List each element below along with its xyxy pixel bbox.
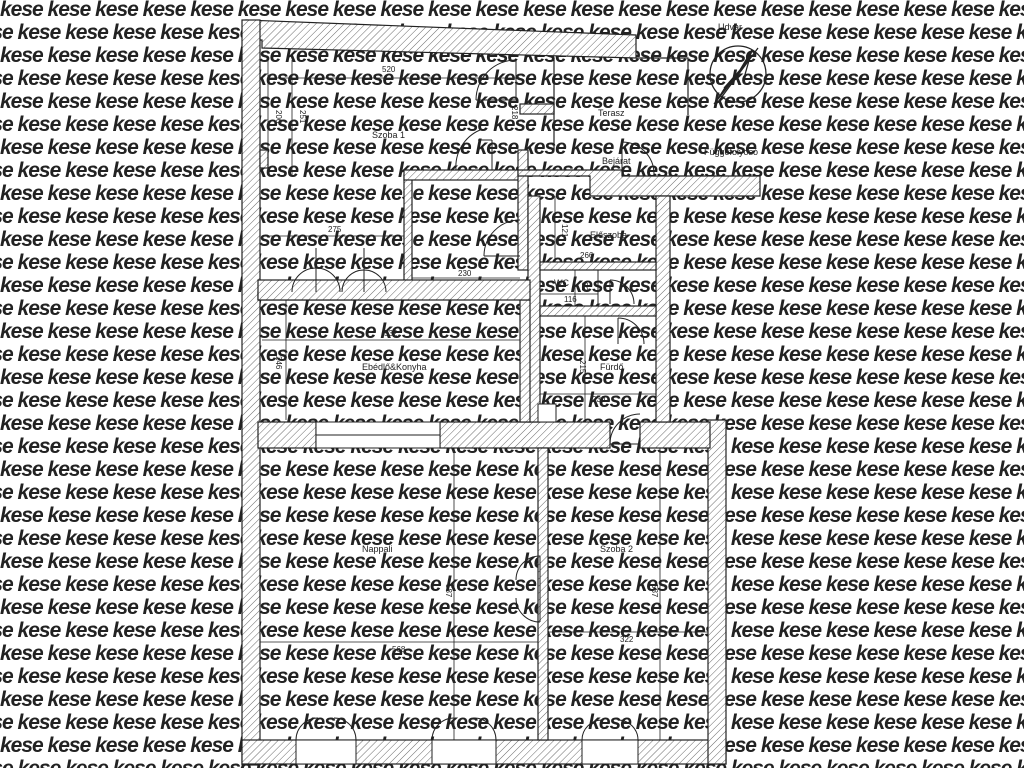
doors-windows <box>291 59 655 765</box>
dim-82: 82 <box>580 282 589 291</box>
compass-label: Udvar <box>718 22 742 32</box>
watermark-text: kese kese kese kese kese kese kese kese … <box>0 67 1024 90</box>
watermark-text: kese kese kese kese kese kese kese kese … <box>0 688 1024 711</box>
room-fuggofolyoso: Függőfolyosó <box>704 147 758 157</box>
dim-szoba1-h2: 251 <box>298 110 307 124</box>
wall-ebedlo-right <box>519 299 531 423</box>
watermark-text: kese kese kese kese kese kese kese kese … <box>0 205 1024 228</box>
dim-230-furdo: 230 <box>592 395 606 404</box>
watermark-text: kese kese kese kese kese kese kese kese … <box>0 0 1024 21</box>
dim-266: 266 <box>580 251 594 260</box>
watermark-text: kese kese kese kese kese kese kese kese … <box>0 619 1024 642</box>
room-szoba1: Szoba 1 <box>372 130 405 140</box>
watermark-text: kese kese kese kese kese kese kese kese … <box>0 550 1024 573</box>
room-eloszoba: Előszoba <box>590 230 627 240</box>
wall-terrace-left <box>517 149 529 271</box>
room-furdo: Fürdő <box>600 362 624 372</box>
room-bejarat: Bejárat <box>602 156 631 166</box>
wall-mid-3 <box>639 421 711 449</box>
wall-mid <box>257 421 317 449</box>
watermark-text: kese kese kese kese kese kese kese kese … <box>0 642 1024 665</box>
wall-left <box>241 19 261 766</box>
room-wc: WC <box>554 278 569 288</box>
wall-terrace-bottom <box>517 169 761 197</box>
room-ebedlo: Ebédlő&Konyha <box>362 362 427 372</box>
watermark-text: kese kese kese kese kese kese kese kese … <box>0 711 1024 734</box>
watermark-text: kese kese kese kese kese kese kese kese … <box>0 481 1024 504</box>
watermark-text: kese kese kese kese kese kese kese kese … <box>0 504 1024 527</box>
wall-bath-right <box>655 195 671 423</box>
watermark-text: kese kese kese kese kese kese kese kese … <box>0 182 1024 205</box>
watermark-text: kese kese kese kese kese kese kese kese … <box>0 527 1024 550</box>
watermark-text: kese kese kese kese kese kese kese kese … <box>0 136 1024 159</box>
watermark-text: kese kese kese kese kese kese kese kese … <box>0 458 1024 481</box>
dim-230-hall: 230 <box>458 269 472 278</box>
watermark-text: kese kese kese kese kese kese kese kese … <box>0 343 1024 366</box>
dim-587-szoba2: 587 <box>650 584 659 598</box>
dim-szoba1-h1: 206 <box>274 110 283 124</box>
watermark-text: kese kese kese kese kese kese kese kese … <box>0 596 1024 619</box>
dimension-lines <box>260 60 708 740</box>
wall-mid-2 <box>439 421 611 449</box>
room-nappali: Nappali <box>362 544 393 554</box>
dim-218: 218 <box>510 106 519 120</box>
room-terasz: Terasz <box>598 108 625 118</box>
watermark-text: kese kese kese kese kese kese kese kese … <box>0 573 1024 596</box>
wall-divider <box>537 447 549 741</box>
dim-568: 568 <box>392 645 406 654</box>
dim-532: 532 <box>384 329 398 338</box>
watermark-text: kese kese kese kese kese kese kese kese … <box>0 320 1024 343</box>
dim-215: 215 <box>578 360 587 374</box>
wall-218 <box>519 103 555 115</box>
dim-275: 275 <box>328 225 342 234</box>
watermark-text: kese kese kese kese kese kese kese kese … <box>0 251 1024 274</box>
wall-hall-top <box>403 169 521 181</box>
watermark-text: kese kese kese kese kese kese kese kese … <box>0 665 1024 688</box>
watermark-text: kese kese kese kese kese kese kese kese … <box>0 389 1024 412</box>
watermark-text: kese kese kese kese kese kese kese kese … <box>0 366 1024 389</box>
wall-notch <box>259 149 269 169</box>
wall-wc-divider <box>539 261 657 271</box>
wall-wc-bottom <box>539 305 657 317</box>
compass-icon <box>709 45 767 105</box>
wall-right <box>707 419 727 765</box>
dim-116: 116 <box>564 295 577 304</box>
dim-246: 246 <box>274 356 283 370</box>
dim-121: 121 <box>560 224 569 238</box>
watermark-text: kese kese kese kese kese kese kese kese … <box>0 228 1024 251</box>
wall-ebedlo-top <box>257 279 531 301</box>
dim-587-nappali: 587 <box>444 584 453 598</box>
dim-322: 322 <box>620 635 634 644</box>
dim-szoba1-width: 520 <box>382 65 396 74</box>
room-szoba2: Szoba 2 <box>600 544 633 554</box>
